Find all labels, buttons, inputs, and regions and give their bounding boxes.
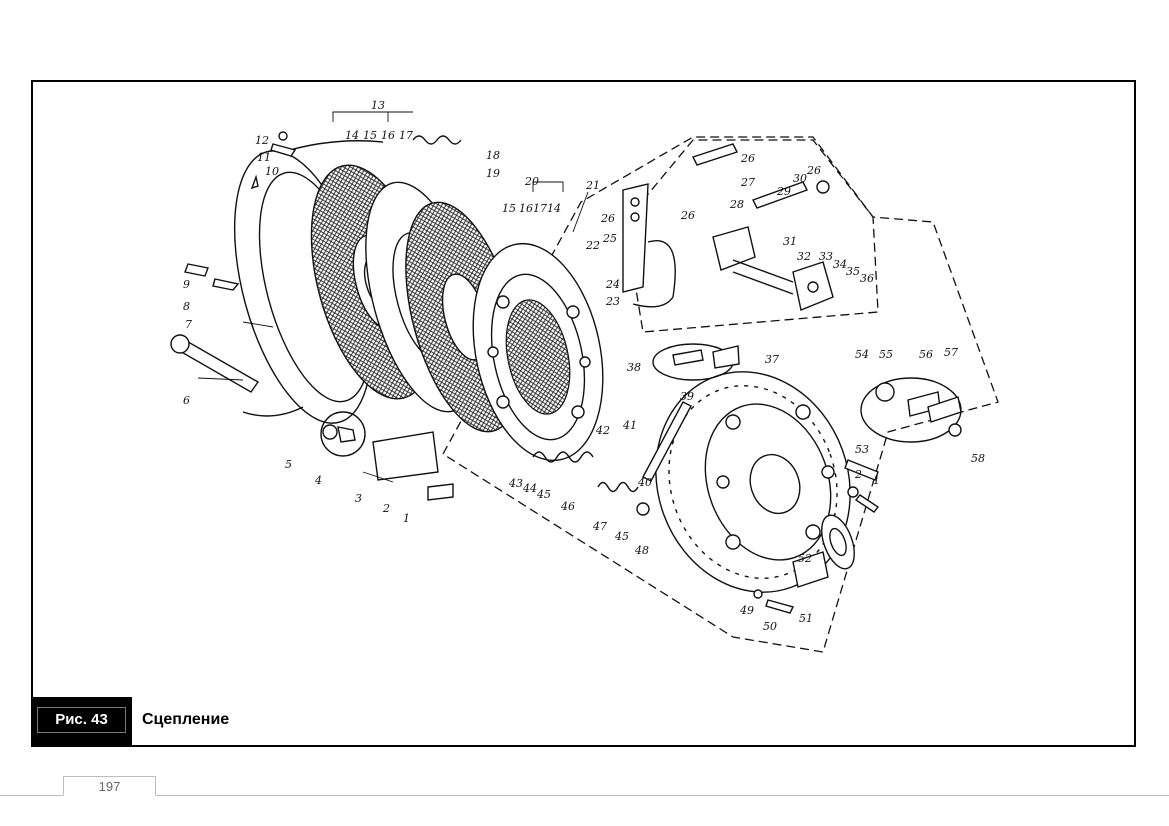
callout-14: 14 bbox=[345, 129, 359, 142]
release-lever bbox=[622, 143, 834, 311]
callout-3: 3 bbox=[355, 492, 362, 505]
callout-36: 36 bbox=[860, 272, 874, 285]
callout-45a: 45 bbox=[536, 488, 551, 501]
leader-lines bbox=[197, 111, 589, 483]
callout-labels: 13 14 15 16 17 12 11 10 18 19 20 21 15 1… bbox=[183, 99, 985, 633]
callout-35: 35 bbox=[846, 265, 860, 278]
callout-8: 8 bbox=[183, 300, 190, 313]
callout-2: 2 bbox=[382, 502, 390, 515]
figure-tag: Рис. 43 bbox=[33, 697, 132, 745]
callout-33: 33 bbox=[819, 250, 833, 263]
callout-15: 15 bbox=[363, 129, 377, 142]
callout-22: 22 bbox=[585, 239, 600, 252]
callout-29: 29 bbox=[776, 185, 791, 198]
callout-17b: 17 bbox=[533, 202, 547, 215]
callout-10: 10 bbox=[265, 165, 279, 178]
callout-48: 48 bbox=[634, 544, 649, 557]
page-number: 197 bbox=[63, 776, 156, 796]
callout-43: 43 bbox=[508, 477, 523, 490]
callout-26c: 26 bbox=[600, 212, 615, 225]
upper-linkage-outline bbox=[624, 139, 879, 333]
callout-37: 37 bbox=[765, 353, 779, 366]
callout-53: 53 bbox=[855, 443, 869, 456]
callout-25: 25 bbox=[602, 232, 617, 245]
callout-57: 57 bbox=[944, 346, 958, 359]
callout-38: 38 bbox=[627, 361, 641, 374]
callout-21: 21 bbox=[585, 179, 600, 192]
figure-frame: 13 14 15 16 17 12 11 10 18 19 20 21 15 1… bbox=[31, 80, 1136, 747]
callout-16: 16 bbox=[381, 129, 395, 142]
callout-23: 23 bbox=[605, 295, 620, 308]
callout-2b: 2 bbox=[854, 468, 862, 481]
callout-34: 34 bbox=[833, 258, 847, 271]
callout-51: 51 bbox=[799, 612, 813, 625]
callout-26d: 26 bbox=[680, 209, 695, 222]
callout-18: 18 bbox=[486, 149, 500, 162]
footer-rule bbox=[0, 795, 1169, 796]
callout-13: 13 bbox=[371, 99, 385, 112]
callout-11: 11 bbox=[257, 151, 271, 164]
callout-19: 19 bbox=[486, 167, 500, 180]
callout-1: 1 bbox=[403, 512, 410, 525]
callout-45b: 45 bbox=[614, 530, 629, 543]
pressure-plate bbox=[472, 242, 604, 462]
callout-27: 27 bbox=[740, 176, 755, 189]
callout-56: 56 bbox=[919, 348, 933, 361]
callout-42: 42 bbox=[595, 424, 610, 437]
linkage-group-outline bbox=[442, 136, 999, 653]
callout-16b: 16 bbox=[519, 202, 533, 215]
callout-31: 31 bbox=[783, 235, 797, 248]
callout-4: 4 bbox=[314, 474, 322, 487]
callout-5: 5 bbox=[285, 458, 292, 471]
callout-24: 24 bbox=[605, 278, 620, 291]
callout-41: 41 bbox=[622, 419, 637, 432]
callout-32: 32 bbox=[797, 250, 811, 263]
callout-7: 7 bbox=[185, 318, 192, 331]
callout-26b: 26 bbox=[806, 164, 821, 177]
callout-55: 55 bbox=[879, 348, 893, 361]
callout-20: 20 bbox=[524, 175, 539, 188]
callout-14b: 14 bbox=[547, 202, 561, 215]
callout-1b: 1 bbox=[873, 474, 880, 487]
callout-40: 40 bbox=[637, 476, 652, 489]
callout-17: 17 bbox=[399, 129, 413, 142]
lever-link bbox=[642, 401, 692, 482]
small-hardware bbox=[170, 131, 962, 614]
callout-28: 28 bbox=[729, 198, 744, 211]
callout-9: 9 bbox=[183, 278, 190, 291]
callout-30: 30 bbox=[793, 172, 807, 185]
release-flange bbox=[821, 514, 855, 570]
callout-46: 46 bbox=[560, 500, 575, 513]
callout-12: 12 bbox=[255, 134, 269, 147]
clutch-exploded-diagram: 13 14 15 16 17 12 11 10 18 19 20 21 15 1… bbox=[170, 99, 999, 653]
figure-title: Сцепление bbox=[142, 711, 230, 728]
figure-number: Рис. 43 bbox=[37, 707, 126, 733]
clutch-cover bbox=[655, 371, 851, 593]
callout-26a: 26 bbox=[740, 152, 755, 165]
callout-49: 49 bbox=[739, 604, 754, 617]
callout-58: 58 bbox=[971, 452, 985, 465]
callout-52: 52 bbox=[798, 552, 812, 565]
callout-6: 6 bbox=[183, 394, 190, 407]
callout-50: 50 bbox=[763, 620, 777, 633]
callout-47: 47 bbox=[592, 520, 607, 533]
pressure-springs bbox=[532, 451, 650, 516]
callout-39: 39 bbox=[680, 390, 694, 403]
callout-54: 54 bbox=[855, 348, 869, 361]
callout-44: 44 bbox=[522, 482, 537, 495]
callout-15b: 15 bbox=[502, 202, 516, 215]
